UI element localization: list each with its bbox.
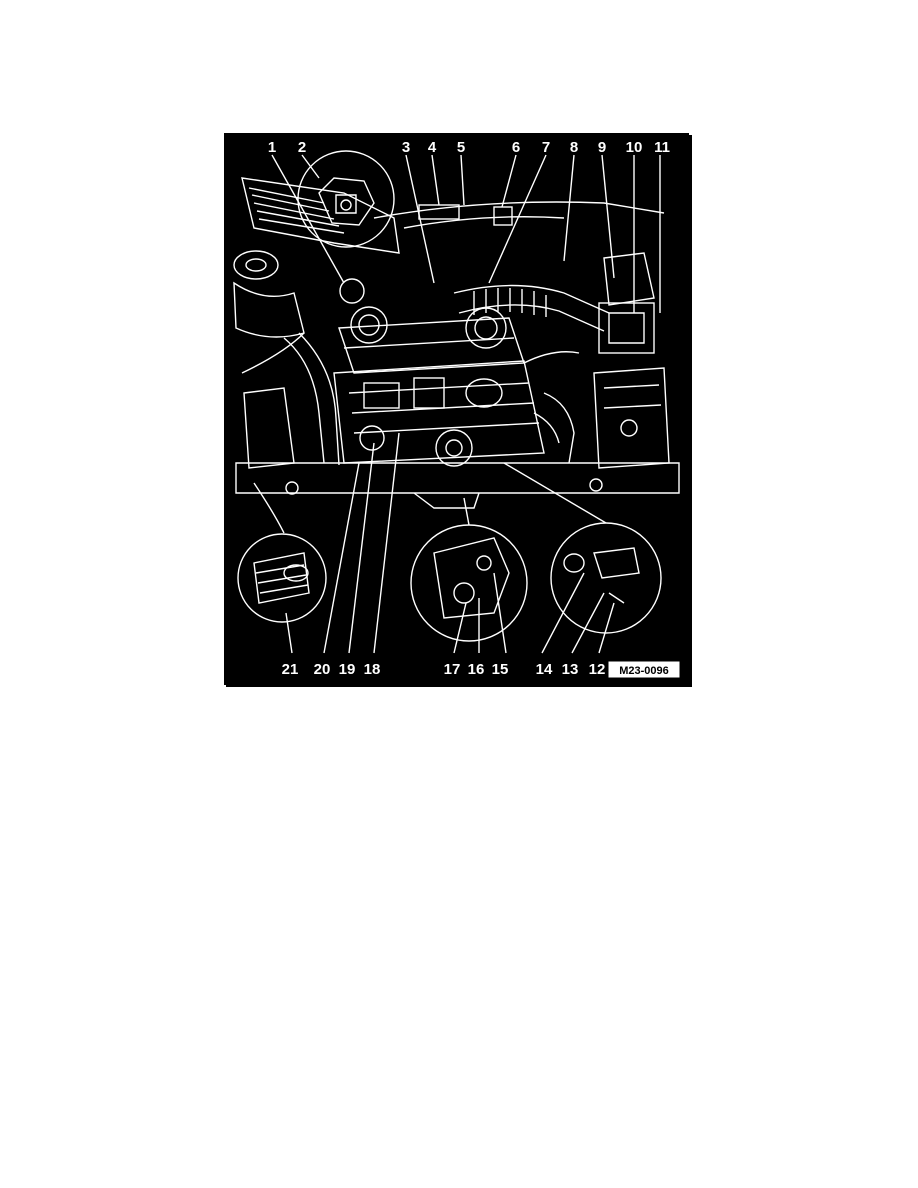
callout-12: 12 xyxy=(589,661,606,678)
callout-8: 8 xyxy=(570,139,578,156)
diagram-background xyxy=(224,133,689,685)
engine-linework xyxy=(233,150,680,654)
callout-17: 17 xyxy=(444,661,461,678)
engine-compartment-diagram: 1 2 3 4 5 6 7 8 9 10 11 21 20 19 18 17 1… xyxy=(224,133,692,687)
callout-6: 6 xyxy=(512,139,520,156)
callout-11: 11 xyxy=(654,139,670,156)
callout-18: 18 xyxy=(364,661,381,678)
callout-13: 13 xyxy=(562,661,579,678)
callout-3: 3 xyxy=(402,139,410,156)
callout-2: 2 xyxy=(298,139,306,156)
callout-21: 21 xyxy=(282,661,299,678)
reference-code: M23-0096 xyxy=(619,665,669,677)
callout-20: 20 xyxy=(314,661,331,678)
callouts-bottom: 21 20 19 18 17 16 15 14 13 12 xyxy=(282,661,606,678)
callout-4: 4 xyxy=(428,139,437,156)
reference-code-box: M23-0096 xyxy=(607,660,681,679)
callout-16: 16 xyxy=(468,661,485,678)
callout-19: 19 xyxy=(339,661,356,678)
callout-15: 15 xyxy=(492,661,509,678)
callouts-top: 1 2 3 4 5 6 7 8 9 10 11 xyxy=(268,139,670,156)
callout-5: 5 xyxy=(457,139,465,156)
callout-10: 10 xyxy=(626,139,643,156)
callout-7: 7 xyxy=(542,139,550,156)
callout-1: 1 xyxy=(268,139,276,156)
callout-14: 14 xyxy=(536,661,553,678)
engine-diagram-svg: 1 2 3 4 5 6 7 8 9 10 11 21 20 19 18 17 1… xyxy=(224,133,692,687)
callout-9: 9 xyxy=(598,139,606,156)
